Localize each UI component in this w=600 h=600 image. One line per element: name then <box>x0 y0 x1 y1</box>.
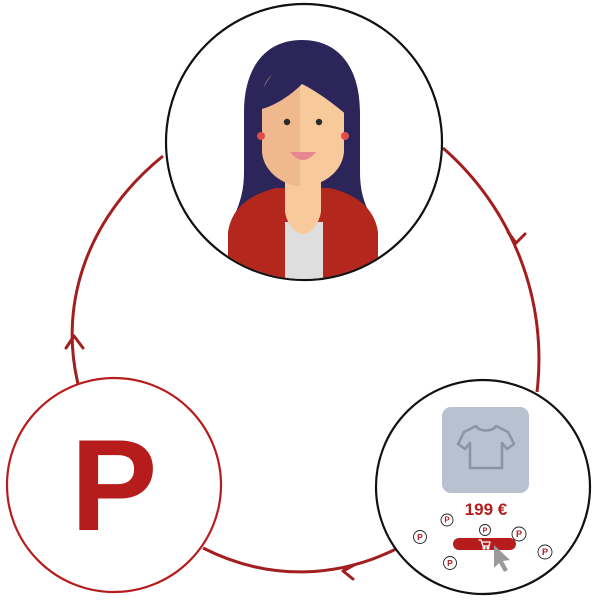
product-price: 199 € <box>465 500 508 519</box>
point-badge-circle <box>440 513 454 527</box>
cycle-arrows <box>64 230 527 581</box>
point-badge-circle <box>443 556 457 570</box>
arrow-up-left <box>64 334 85 350</box>
arc-shop-to-points <box>202 545 401 574</box>
point-badge: P <box>479 524 491 536</box>
point-badge-label: P <box>542 547 548 557</box>
point-badge: P <box>443 556 457 570</box>
mouth <box>290 152 316 160</box>
tshirt-icon <box>456 424 516 470</box>
point-badges: P P P P P P <box>413 513 553 570</box>
point-badge-label: P <box>516 529 522 539</box>
shop-node: 199 € P P P P P P <box>374 378 592 596</box>
point-badge-circle <box>511 526 527 542</box>
customer-avatar <box>228 40 378 279</box>
arc-customer-to-shop <box>442 146 541 393</box>
points-circle <box>5 376 223 594</box>
points-node: P <box>5 376 223 594</box>
neck <box>285 170 321 234</box>
cart-icon <box>478 539 491 550</box>
arc-points-to-customer <box>70 154 164 385</box>
cursor-icon <box>494 545 510 572</box>
point-badge: P <box>413 530 427 544</box>
point-badge-label: P <box>447 558 453 568</box>
cart-button-bg[interactable] <box>453 538 516 550</box>
point-badge: P <box>511 526 527 542</box>
point-badge: P <box>440 513 454 527</box>
point-badge: P <box>537 544 553 560</box>
arrow-left-bottom <box>341 563 356 581</box>
right-earring <box>341 132 349 140</box>
product-tile <box>442 407 529 493</box>
points-logo: P <box>71 412 158 558</box>
arrow-down-right <box>506 230 527 245</box>
point-badge-circle <box>413 530 427 544</box>
point-badge-circle <box>537 544 553 560</box>
cycle-arcs <box>70 146 541 574</box>
left-eye <box>283 118 291 126</box>
point-badge-label: P <box>417 532 423 542</box>
point-badge-circle <box>479 524 491 536</box>
hair-fringe <box>258 61 349 116</box>
right-eye <box>315 118 323 126</box>
add-to-cart-button[interactable] <box>453 538 516 550</box>
point-badge-label: P <box>444 516 449 525</box>
customer-node <box>164 2 444 282</box>
point-badge-label: P <box>483 525 488 534</box>
left-earring <box>257 132 265 140</box>
